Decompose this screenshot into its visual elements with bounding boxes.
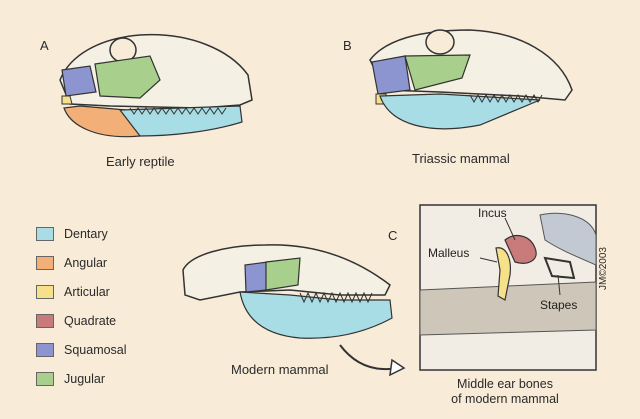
stapes-leader — [557, 274, 561, 296]
panel-c-letter: C — [388, 228, 398, 243]
malleus-leader — [479, 257, 498, 263]
skull-triassic-mammal — [369, 29, 573, 130]
incus-label: Incus — [478, 206, 507, 220]
malleus-label: Malleus — [428, 246, 470, 260]
legend-swatch — [36, 284, 54, 299]
legend-swatch — [36, 255, 54, 270]
panel-b-caption: Triassic mammal — [412, 151, 510, 166]
legend-item-dentary: Dentary — [36, 224, 127, 243]
legend-item-jugular: Jugular — [36, 369, 127, 388]
skull-a-teeth — [129, 107, 227, 115]
legend-label: Dentary — [64, 226, 108, 241]
panel-c-caption: Modern mammal — [231, 362, 329, 377]
skull-a-quadrate — [61, 95, 73, 105]
legend-label: Quadrate — [64, 313, 117, 328]
legend-swatch — [36, 371, 54, 386]
arrowhead — [389, 358, 406, 377]
legend-label: Articular — [64, 284, 110, 299]
legend-swatch — [36, 226, 54, 241]
middle-ear-inset — [419, 204, 597, 371]
legend-label: Jugular — [64, 371, 105, 386]
skull-c-dentary — [239, 291, 393, 339]
skull-b-teeth — [469, 93, 543, 104]
skull-a-dentary — [118, 105, 243, 137]
inset-caption: Middle ear bones of modern mammal — [410, 377, 600, 407]
panel-b-letter: B — [343, 38, 352, 53]
artist-signature: JM©2003 — [598, 247, 609, 290]
legend-item-angular: Angular — [36, 253, 127, 272]
incus-bone — [504, 234, 537, 264]
legend-item-quadrate: Quadrate — [36, 311, 127, 330]
incus-leader — [504, 217, 516, 241]
legend-label: Angular — [64, 255, 108, 270]
skull-modern-mammal — [182, 244, 406, 377]
stapes-bone — [543, 256, 576, 280]
arrow-to-inset — [339, 344, 399, 371]
malleus-bone — [495, 247, 511, 301]
skull-b-jugular — [404, 54, 471, 91]
legend-item-squamosal: Squamosal — [36, 340, 127, 359]
skull-c-squamosal — [244, 261, 269, 293]
skull-b-squamosal — [371, 55, 411, 95]
skull-b-dentary — [379, 93, 541, 130]
legend-label: Squamosal — [64, 342, 127, 357]
panel-a-letter: A — [40, 38, 49, 53]
bone-color-legend: Dentary Angular Articular Quadrate Squam… — [36, 224, 127, 398]
skull-early-reptile — [59, 33, 253, 138]
skull-c-jugular — [265, 257, 301, 291]
inset-bone-band — [419, 281, 597, 336]
inset-caption-line2: of modern mammal — [451, 392, 559, 406]
skull-b-orbit — [425, 29, 455, 55]
legend-swatch — [36, 313, 54, 328]
inset-caption-line1: Middle ear bones — [457, 377, 553, 391]
legend-swatch — [36, 342, 54, 357]
skull-c-teeth — [299, 291, 373, 304]
skull-a-squamosal — [61, 65, 97, 97]
inset-canal — [539, 212, 597, 266]
stapes-label: Stapes — [540, 298, 578, 312]
legend-item-articular: Articular — [36, 282, 127, 301]
panel-a-caption: Early reptile — [106, 154, 175, 169]
skull-a-jugular — [94, 55, 161, 99]
